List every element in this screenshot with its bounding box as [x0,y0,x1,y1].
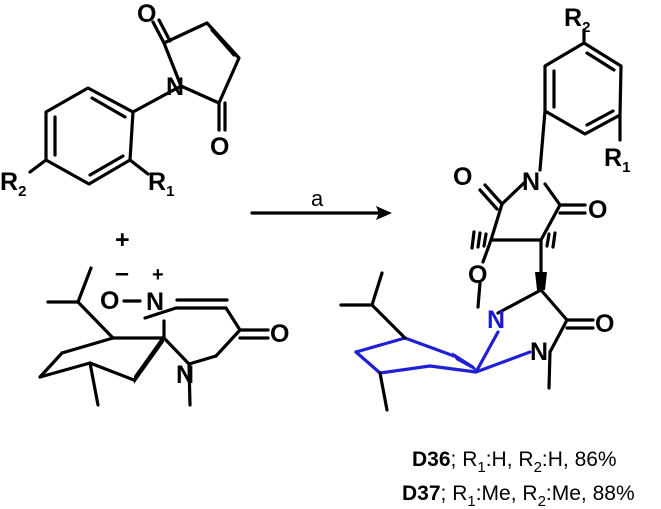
maleimide-n: N [166,73,184,101]
product-n-bridge: N [487,306,505,334]
maleimide-reactant: O N O R2 R1 [0,0,241,200]
reaction-arrow: a [250,186,392,220]
nitrone-n-methyl: N [176,361,194,389]
r2-bond [28,158,48,174]
product: O N O O N O N R2 R1 [339,4,630,412]
product-o-lactam: O [595,310,614,338]
product-o-right: O [588,196,607,224]
maleimide-n-aryl-bond [131,84,183,114]
maleimide-o-top: O [137,0,156,28]
reagent-label: a [311,186,324,211]
product-r1: R1 [604,144,630,176]
product-n-lactam: N [530,338,548,366]
plus-sign: + [115,226,130,254]
maleimide-benzene-ring [44,86,135,186]
nitrone-minus-charge: – [115,259,129,287]
compound-label-d36: D36; R1:H, R2:H, 86% [412,448,617,476]
nitrone-o-minus: O [100,287,119,315]
product-benzene-ring [543,41,623,136]
maleimide-o-bottom: O [210,133,229,161]
nitrone-n-plus: N [146,288,164,316]
r1-bond [128,158,150,176]
product-n-imide: N [522,168,540,196]
product-n-aryl-bond [538,109,547,172]
nitrone-n-methyl [187,362,192,407]
nitrone-o-carbonyl: O [270,320,289,348]
compound-label-d37: D37; R1:Me, R2:Me, 88% [402,482,635,509]
arrow-head [376,206,392,220]
nitrone-reactant: O – N + O N [38,259,289,407]
nitrone-plus-charge: + [152,264,164,286]
product-o-left: O [453,163,472,191]
maleimide-r1: R1 [148,168,174,200]
product-o-ring: O [468,261,487,289]
maleimide-co-top [151,20,166,45]
maleimide-double-bond [210,28,236,57]
highlight-n-spiro [474,330,500,374]
maleimide-r2: R2 [0,168,26,200]
product-r2: R2 [564,4,590,36]
